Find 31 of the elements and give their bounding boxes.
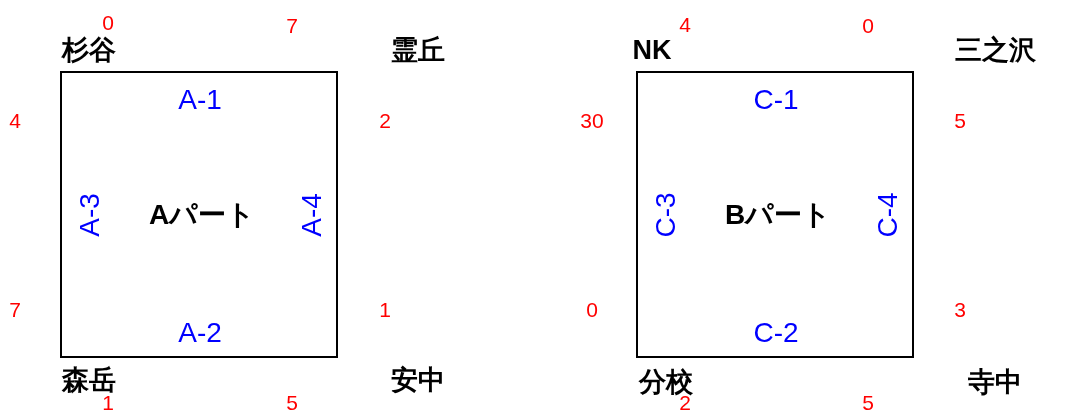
section-code: C-3 — [652, 192, 680, 238]
section-code: C-4 — [874, 192, 902, 238]
count-number: 0 — [102, 11, 114, 33]
place-name: NK — [632, 36, 672, 64]
place-name: 三之沢 — [954, 36, 1036, 64]
count-number: 5 — [862, 391, 874, 413]
section-box — [60, 71, 338, 358]
section-code: A-2 — [178, 319, 222, 347]
section-title: Bパート — [724, 201, 832, 229]
count-number: 0 — [586, 298, 598, 320]
count-number: 3 — [954, 298, 966, 320]
section-code: C-1 — [753, 86, 799, 114]
section-code: A-1 — [178, 86, 222, 114]
section-box — [636, 71, 914, 358]
section-code: A-3 — [76, 193, 104, 237]
count-number: 7 — [9, 298, 21, 320]
place-name: 安中 — [391, 366, 445, 394]
section-code: C-2 — [753, 319, 799, 347]
count-number: 30 — [580, 109, 604, 131]
count-number: 7 — [286, 14, 298, 36]
section-code: A-4 — [298, 193, 326, 237]
count-number: 1 — [379, 298, 391, 320]
section-title: Aパート — [148, 201, 256, 229]
count-number: 2 — [379, 109, 391, 131]
count-number: 4 — [679, 13, 691, 35]
count-number: 4 — [9, 109, 21, 131]
place-name: 霊丘 — [391, 36, 445, 64]
place-name: 寺中 — [968, 368, 1022, 396]
count-number: 5 — [286, 391, 298, 413]
count-number: 5 — [954, 109, 966, 131]
count-number: 0 — [862, 14, 874, 36]
